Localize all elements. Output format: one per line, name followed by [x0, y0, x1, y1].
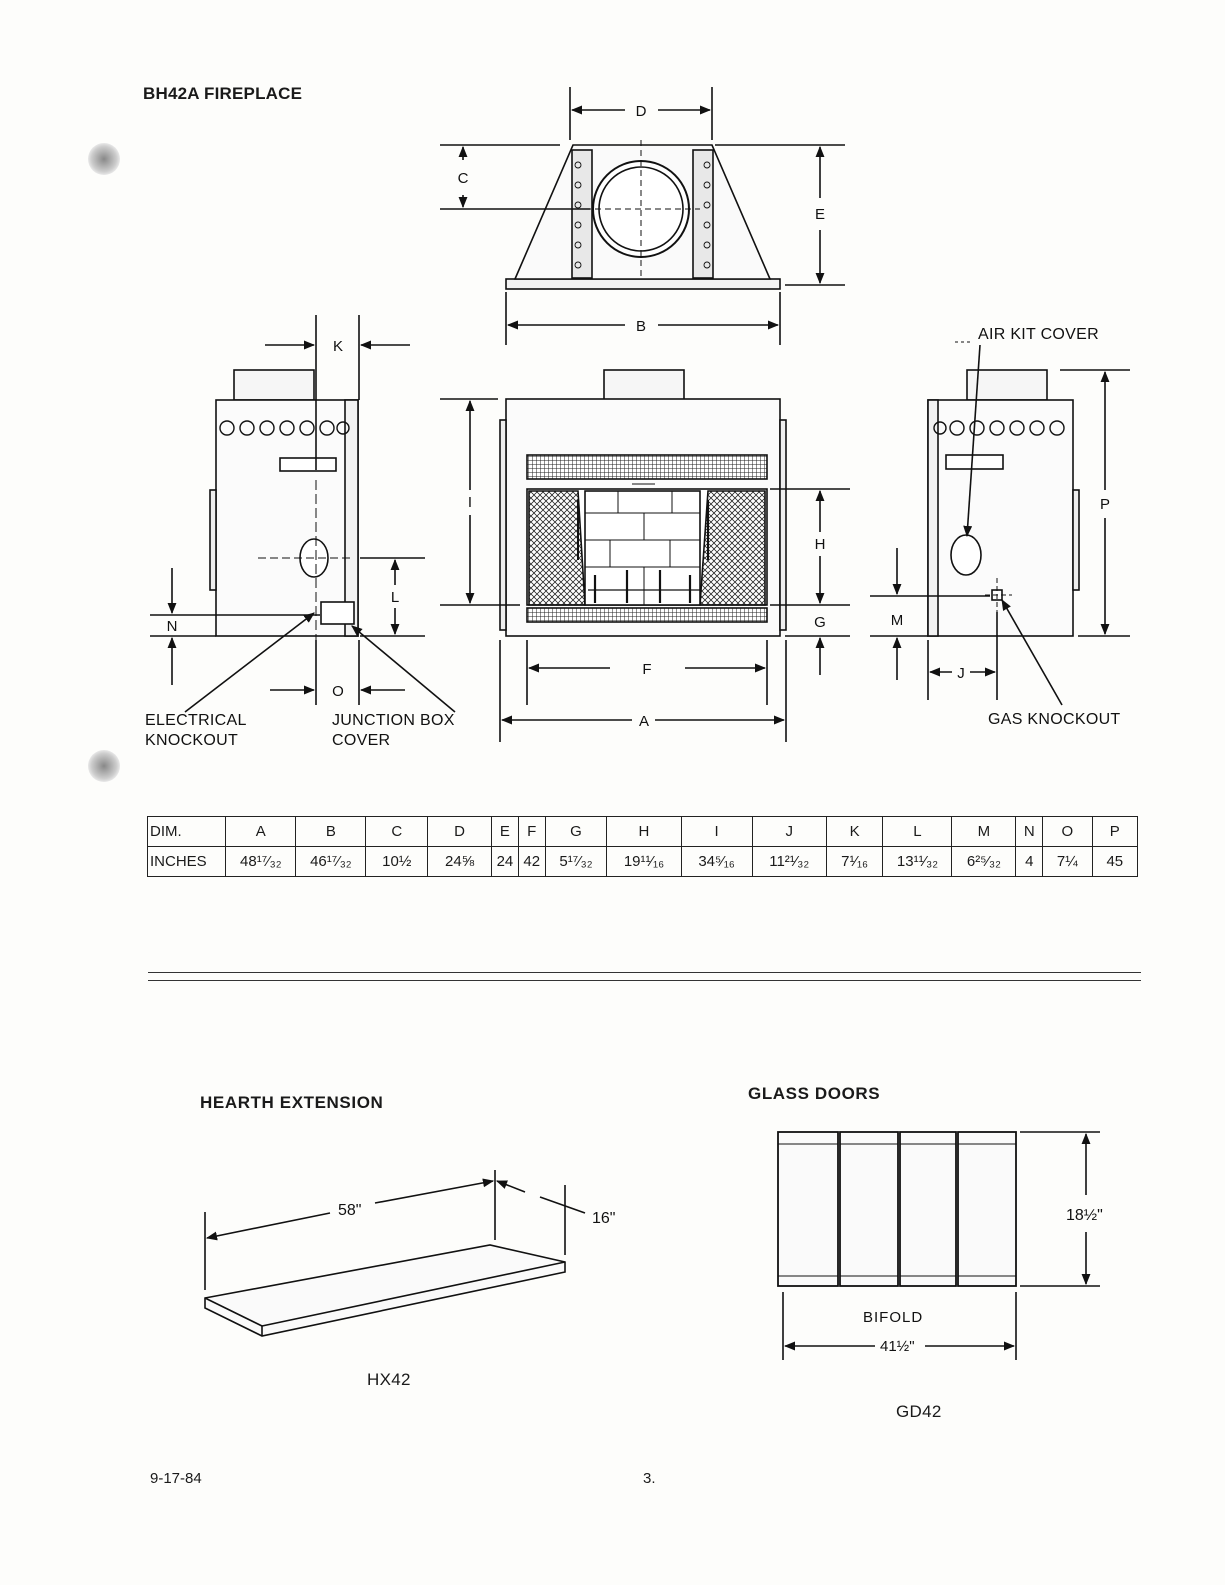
dim-label-e: E: [815, 206, 825, 223]
value-l: 13¹¹⁄₃₂: [882, 846, 953, 877]
col-header-o: O: [1042, 816, 1093, 847]
hearth-extension-title: HEARTH EXTENSION: [200, 1093, 384, 1112]
hearth-depth-label: 16": [592, 1210, 615, 1227]
dim-label-a: A: [639, 713, 649, 730]
col-header-k: K: [825, 816, 884, 847]
value-k: 7¹⁄₁₆: [825, 846, 884, 877]
gas-knockout-label: GAS KNOCKOUT: [988, 711, 1121, 728]
left-side-view: [209, 369, 359, 640]
value-e: 24: [491, 846, 519, 877]
value-c: 10½: [365, 846, 429, 877]
dim-label-n: N: [167, 618, 178, 635]
col-header-l: L: [882, 816, 953, 847]
col-header-a: A: [225, 816, 297, 847]
punch-hole-top: [88, 143, 120, 175]
dim-label-m: M: [891, 612, 904, 629]
dim-label-h: H: [815, 536, 826, 553]
dim-label-k: K: [333, 338, 343, 355]
fireplace-dimension-diagram: D C E B K I H L G N M F J O A P AIR KIT …: [145, 87, 1130, 749]
hearth-length-label: 58": [338, 1202, 361, 1219]
junction-box-cover-label: JUNCTION BOX: [332, 712, 455, 729]
dim-label-i: I: [468, 494, 472, 511]
dim-label-d: D: [636, 103, 647, 120]
col-header-m: M: [951, 816, 1017, 847]
dim-label-f: F: [642, 661, 651, 678]
glass-doors-diagram: 18½" BIFOLD 41½": [777, 1131, 1103, 1360]
air-kit-cover-label: AIR KIT COVER: [978, 326, 1099, 343]
value-h: 19¹¹⁄₁₆: [606, 846, 682, 877]
table-row-inches: INCHES 48¹⁷⁄₃₂ 46¹⁷⁄₃₂ 10½ 24⅝ 24 42 5¹⁷…: [146, 846, 1139, 877]
value-o: 7¼: [1042, 846, 1093, 877]
glass-doors-model-label: GD42: [896, 1402, 942, 1421]
col-header-g: G: [544, 816, 608, 847]
value-d: 24⅝: [427, 846, 493, 877]
footer-date: 9-17-84: [150, 1470, 202, 1487]
top-view: [505, 140, 781, 290]
hearth-model-label: HX42: [367, 1370, 411, 1389]
dim-label-o: O: [332, 683, 344, 700]
section-divider: [148, 972, 1141, 973]
front-view: [499, 369, 787, 637]
dim-label-c: C: [458, 170, 469, 187]
page-title: BH42A FIREPLACE: [143, 84, 303, 103]
col-header-n: N: [1015, 816, 1044, 847]
dim-label-l: L: [391, 589, 399, 606]
col-header-c: C: [365, 816, 429, 847]
row-header-dim: DIM.: [146, 816, 227, 847]
glass-doors-width-label: 41½": [880, 1338, 915, 1355]
glass-doors-type-label: BIFOLD: [863, 1309, 923, 1326]
electrical-knockout-label-2: KNOCKOUT: [145, 732, 238, 749]
row-header-inches: INCHES: [146, 846, 227, 877]
dim-label-b: B: [636, 318, 646, 335]
section-divider-2: [148, 980, 1141, 981]
junction-box-cover-label-2: COVER: [332, 732, 390, 749]
value-b: 46¹⁷⁄₃₂: [295, 846, 367, 877]
value-g: 5¹⁷⁄₃₂: [544, 846, 608, 877]
col-header-j: J: [751, 816, 827, 847]
punch-hole-middle: [88, 750, 120, 782]
page-number: 3.: [643, 1470, 656, 1487]
value-f: 42: [517, 846, 546, 877]
dim-label-j: J: [957, 665, 965, 682]
col-header-f: F: [517, 816, 546, 847]
value-i: 34⁵⁄₁₆: [680, 846, 753, 877]
value-n: 4: [1015, 846, 1044, 877]
hearth-extension-diagram: 58" 16": [204, 1170, 615, 1337]
dim-label-p: P: [1100, 496, 1110, 513]
value-j: 11²¹⁄₃₂: [751, 846, 827, 877]
dimensions-table: DIM. A B C D E F G H I J K L M N O P INC…: [146, 816, 1139, 877]
value-a: 48¹⁷⁄₃₂: [225, 846, 297, 877]
col-header-p: P: [1091, 816, 1139, 847]
glass-doors-height-label: 18½": [1066, 1207, 1103, 1224]
col-header-i: I: [680, 816, 753, 847]
dim-label-g: G: [814, 614, 826, 631]
col-header-h: H: [606, 816, 682, 847]
value-m: 6²⁵⁄₃₂: [951, 846, 1017, 877]
glass-doors-title: GLASS DOORS: [748, 1084, 881, 1103]
col-header-d: D: [427, 816, 493, 847]
table-row-dim: DIM. A B C D E F G H I J K L M N O P: [146, 816, 1139, 847]
electrical-knockout-label: ELECTRICAL: [145, 712, 247, 729]
col-header-b: B: [295, 816, 367, 847]
col-header-e: E: [491, 816, 519, 847]
value-p: 45: [1091, 846, 1139, 877]
